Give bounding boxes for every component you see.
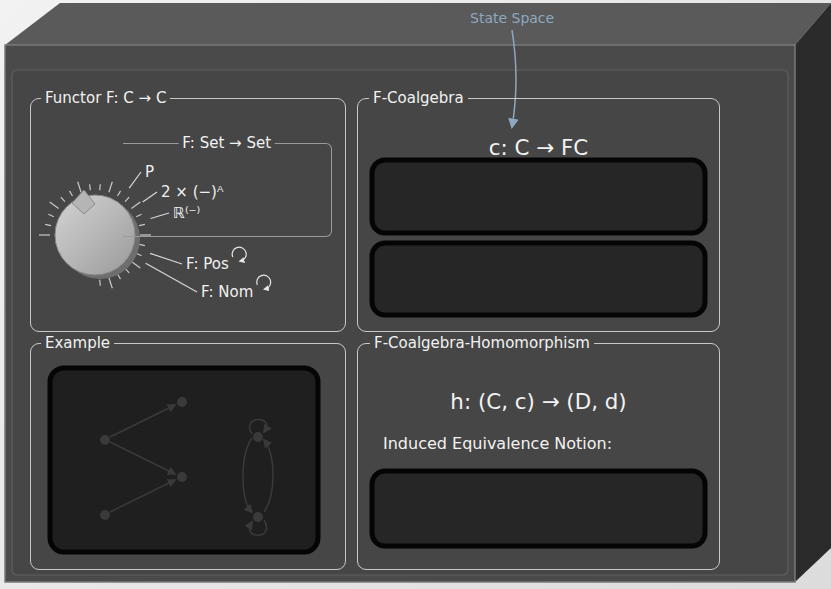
panel-heading: F-Coalgebra-Homomorphism — [370, 334, 594, 352]
leader-line — [150, 253, 182, 264]
knob — [55, 195, 135, 275]
box-front-face — [5, 45, 795, 582]
dial-tick — [61, 197, 65, 201]
formula-text: h: (C, c) → (D, d) — [358, 388, 719, 416]
faded-graph — [110, 405, 273, 535]
dial-tick — [131, 202, 140, 208]
panel-heading: F-Coalgebra — [369, 89, 468, 107]
knob-pointer — [72, 190, 95, 214]
coalgebra-panel: F-Coalgebrac: C → FC — [357, 98, 720, 332]
leader-line — [151, 213, 169, 218]
dial-ticks — [39, 182, 151, 289]
dial-tick — [99, 280, 101, 286]
panel-heading: Functor F: C → C — [41, 89, 170, 107]
dial-tick — [78, 182, 81, 192]
display-slot — [372, 243, 705, 315]
dial-tick — [118, 274, 121, 279]
dial-tick — [48, 214, 53, 216]
set-functor-bracket: F: Set → Set — [123, 143, 332, 237]
leader-arrow — [512, 30, 516, 127]
dial-label: F: Pos — [186, 255, 229, 273]
dial-tick — [136, 214, 141, 216]
loop-icon — [232, 247, 246, 261]
dial-tick — [39, 234, 50, 235]
dial-label: F: Nom — [201, 283, 253, 301]
homomorphism-panel: F-Coalgebra-Homomorphismh: (C, c) → (D, … — [357, 343, 720, 570]
display-slot — [372, 160, 705, 233]
dial-tick — [70, 191, 73, 196]
dial-tick — [140, 234, 151, 235]
display-slot — [372, 471, 705, 546]
dial-tick — [131, 261, 140, 267]
front-panel — [12, 70, 788, 575]
dial-tick — [139, 244, 145, 245]
dial-tick — [89, 184, 91, 190]
loop-icon — [257, 275, 271, 289]
dial-label: 2 × (−)ᴬ — [161, 183, 223, 201]
dial-tick — [139, 224, 145, 225]
example-panel: Example — [30, 343, 346, 570]
callout-label: State Space — [470, 9, 554, 27]
dial-label: P — [145, 163, 154, 181]
formula-text: c: C → FC — [358, 134, 719, 162]
box-top-face — [5, 3, 831, 45]
example-screen — [50, 368, 318, 552]
dial-tick — [50, 202, 59, 208]
panel-heading: F: Set → Set — [178, 134, 275, 152]
panel-heading: Example — [41, 334, 114, 352]
dial-tick — [99, 184, 101, 190]
dial-leaders — [129, 172, 271, 292]
dial-tick — [109, 278, 112, 288]
dial-tick — [125, 197, 129, 201]
formula-text: Induced Equivalence Notion: — [383, 434, 612, 454]
dial-tick — [118, 191, 121, 196]
leader-line — [129, 172, 141, 188]
box-side-face — [795, 3, 831, 582]
leader-line — [143, 192, 157, 202]
dial-label: ℝ⁽⁻⁾ — [173, 204, 200, 222]
dial-tick — [109, 182, 112, 192]
dial-tick — [45, 224, 51, 225]
faded-graph-dots — [100, 397, 263, 522]
